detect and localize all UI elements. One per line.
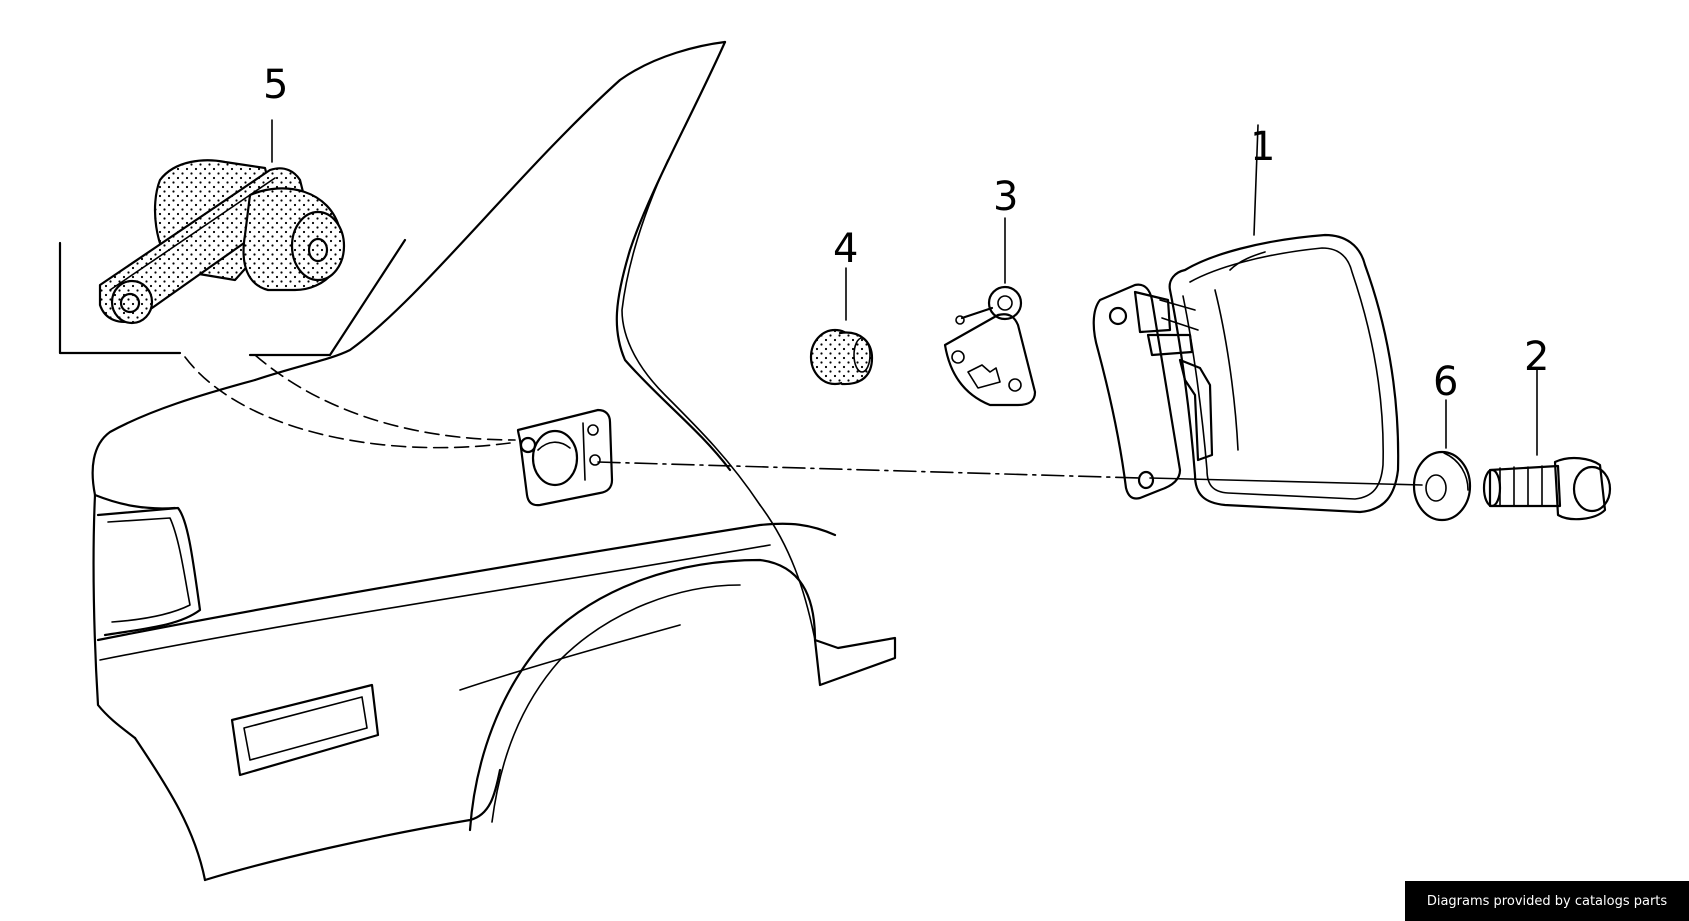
callout-part-1: 1 — [1250, 124, 1275, 170]
fuel-filler-housing — [516, 408, 614, 507]
part-3-lock-bracket — [943, 217, 1037, 407]
callout-part-4: 4 — [833, 226, 858, 272]
diagram-credit-banner: Diagrams provided by catalogs parts — [1405, 881, 1689, 921]
part-1-fuel-flap — [1092, 124, 1400, 514]
assembly-axis-line-right — [1149, 477, 1423, 486]
part-4-grommet — [809, 267, 874, 386]
callout-part-5: 5 — [263, 62, 288, 108]
callout-part-3: 3 — [993, 174, 1018, 220]
car-rear-quarter-panel — [91, 40, 897, 882]
callout-part-2: 2 — [1524, 334, 1549, 380]
part-5-rubber-buffer — [58, 119, 516, 449]
part-2-screw — [1482, 369, 1612, 521]
assembly-axis-line — [597, 461, 1141, 479]
diagram-credit-text: Diagrams provided by catalogs parts — [1426, 893, 1668, 909]
callout-part-6: 6 — [1433, 359, 1458, 405]
part-6-washer — [1412, 399, 1472, 522]
